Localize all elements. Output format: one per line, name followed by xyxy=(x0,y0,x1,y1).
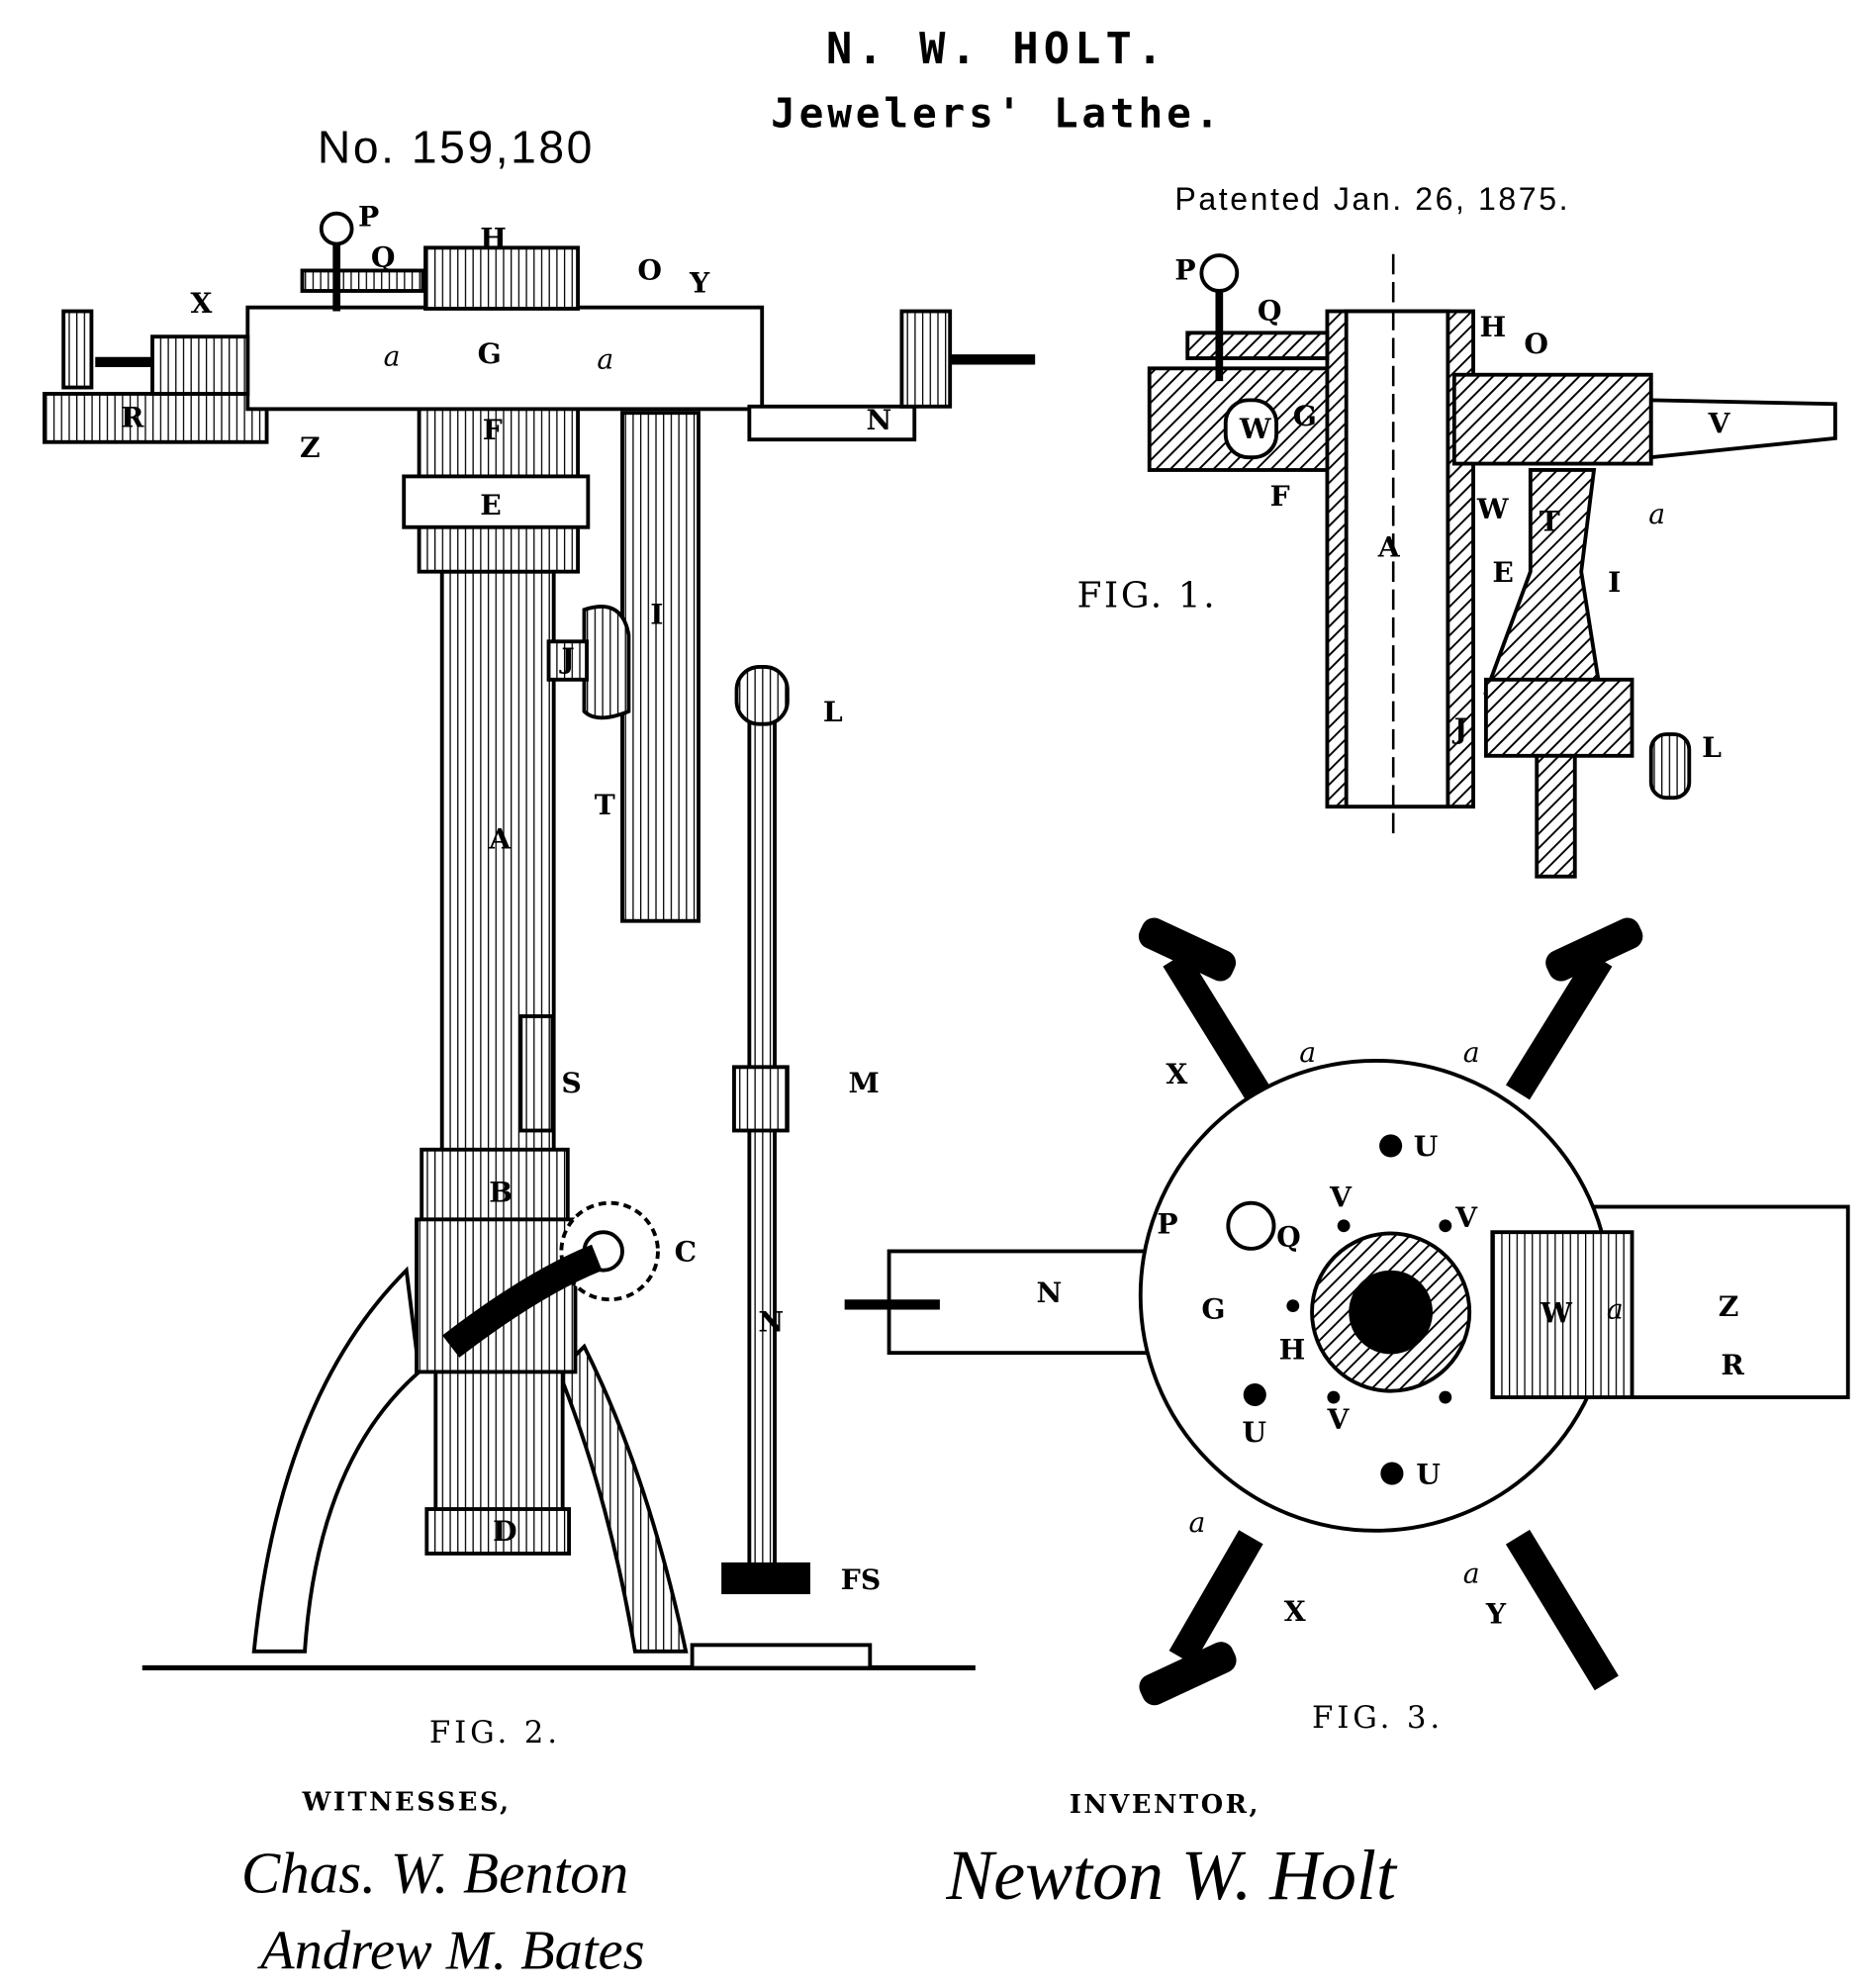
fig1-part-label: P xyxy=(1174,252,1195,286)
fig3-part-label: P xyxy=(1157,1206,1177,1240)
fig1-part-label: L xyxy=(1702,730,1722,764)
fig1-part-label: J xyxy=(1451,711,1467,745)
fig3-part-label: Y xyxy=(1485,1597,1507,1631)
fig2-part-label: O xyxy=(637,252,662,286)
fig3-part-label: a xyxy=(1463,1557,1480,1589)
fig2-part-label: N xyxy=(866,403,891,436)
fig3-part-label: a xyxy=(1299,1036,1316,1069)
fig2-part-label: Y xyxy=(689,265,710,299)
fig3-caption: FIG. 3. xyxy=(1312,1700,1444,1736)
fig3-part-label: W xyxy=(1540,1295,1573,1329)
fig2-part-label: a xyxy=(384,340,401,373)
fig1-part-label: T xyxy=(1540,505,1560,538)
witness-2-signature: Andrew M. Bates xyxy=(256,1921,644,1982)
fig1-part-label: Q xyxy=(1258,294,1282,328)
fig3-part-label: Q xyxy=(1276,1219,1301,1253)
fig2-part-label: S xyxy=(561,1066,581,1099)
fig3-part-label: a xyxy=(1463,1036,1480,1069)
fig2-part-label: J xyxy=(558,641,574,675)
patent-number: No. 159,180 xyxy=(318,121,595,172)
fig2-part-label: B xyxy=(489,1175,513,1208)
fig2-part-label: N xyxy=(758,1304,784,1338)
fig2-part-label: A xyxy=(488,822,512,856)
inventor-label: INVENTOR, xyxy=(1070,1790,1260,1820)
fig1-part-label: G xyxy=(1293,399,1317,432)
fig2-part-label: L xyxy=(823,695,843,728)
fig2-part-label: Q xyxy=(371,240,396,274)
fig1-part-label: V xyxy=(1708,407,1731,440)
fig3-part-label: U xyxy=(1416,1457,1441,1490)
witness-1-signature: Chas. W. Benton xyxy=(241,1841,628,1906)
fig3-part-label: R xyxy=(1721,1348,1744,1381)
fig1-part-label: A xyxy=(1377,529,1401,563)
fig3-part-label: V xyxy=(1454,1200,1478,1234)
fig2-part-label: C xyxy=(675,1235,697,1269)
fig3-part-label: V xyxy=(1326,1402,1350,1436)
fig3-part-label: N xyxy=(1036,1276,1062,1309)
fig2-part-label: T xyxy=(595,788,615,821)
fig2-lathe-elevation xyxy=(43,211,1036,1671)
fig1-section-view xyxy=(1147,253,1837,879)
fig1-part-label: I xyxy=(1608,565,1621,599)
fig2-part-label: X xyxy=(191,286,213,320)
witnesses-label: WITNESSES, xyxy=(302,1787,512,1817)
fig3-part-label: a xyxy=(1189,1506,1206,1539)
inventor-signature: Newton W. Holt xyxy=(945,1836,1398,1915)
fig2-part-label: E xyxy=(480,488,502,521)
fig2-part-label: FS xyxy=(841,1562,881,1596)
fig3-part-label: Z xyxy=(1719,1289,1739,1323)
fig3-part-label: X xyxy=(1284,1594,1306,1628)
fig1-caption: FIG. 1. xyxy=(1077,576,1218,616)
fig3-part-label: G xyxy=(1201,1291,1225,1325)
fig1-part-label: W xyxy=(1476,492,1510,525)
fig1-part-label: F xyxy=(1270,479,1290,513)
fig2-caption: FIG. 2. xyxy=(429,1715,561,1751)
fig2-part-label: R xyxy=(121,400,144,433)
fig3-part-label: V xyxy=(1329,1181,1353,1214)
fig1-part-label: E xyxy=(1492,555,1514,589)
patent-title: Jewelers' Lathe. xyxy=(771,89,1223,137)
fig2-part-label: H xyxy=(480,221,507,254)
fig2-part-label: I xyxy=(650,597,663,630)
fig3-part-label: U xyxy=(1414,1129,1439,1163)
fig3-plan-view xyxy=(844,917,1850,1706)
fig2-part-label: F xyxy=(483,413,503,446)
patent-date: Patented Jan. 26, 1875. xyxy=(1174,181,1570,217)
fig2-part-label: Z xyxy=(300,430,321,464)
fig2-part-label: P xyxy=(358,200,379,234)
fig2-part-label: a xyxy=(597,342,613,375)
fig3-part-label: X xyxy=(1166,1057,1187,1090)
fig1-part-label: W xyxy=(1239,412,1272,445)
fig1-part-label: O xyxy=(1524,327,1548,360)
fig3-part-label: a xyxy=(1607,1292,1624,1325)
fig1-part-label: H xyxy=(1479,310,1506,343)
fig3-part-label: H xyxy=(1279,1333,1306,1367)
fig2-part-label: M xyxy=(848,1066,879,1099)
fig2-part-label: D xyxy=(493,1514,516,1548)
fig2-part-label: G xyxy=(478,336,502,370)
fig1-part-label: a xyxy=(1648,498,1665,530)
inventor-heading: N. W. HOLT. xyxy=(826,24,1167,74)
fig3-part-label: U xyxy=(1242,1415,1266,1449)
